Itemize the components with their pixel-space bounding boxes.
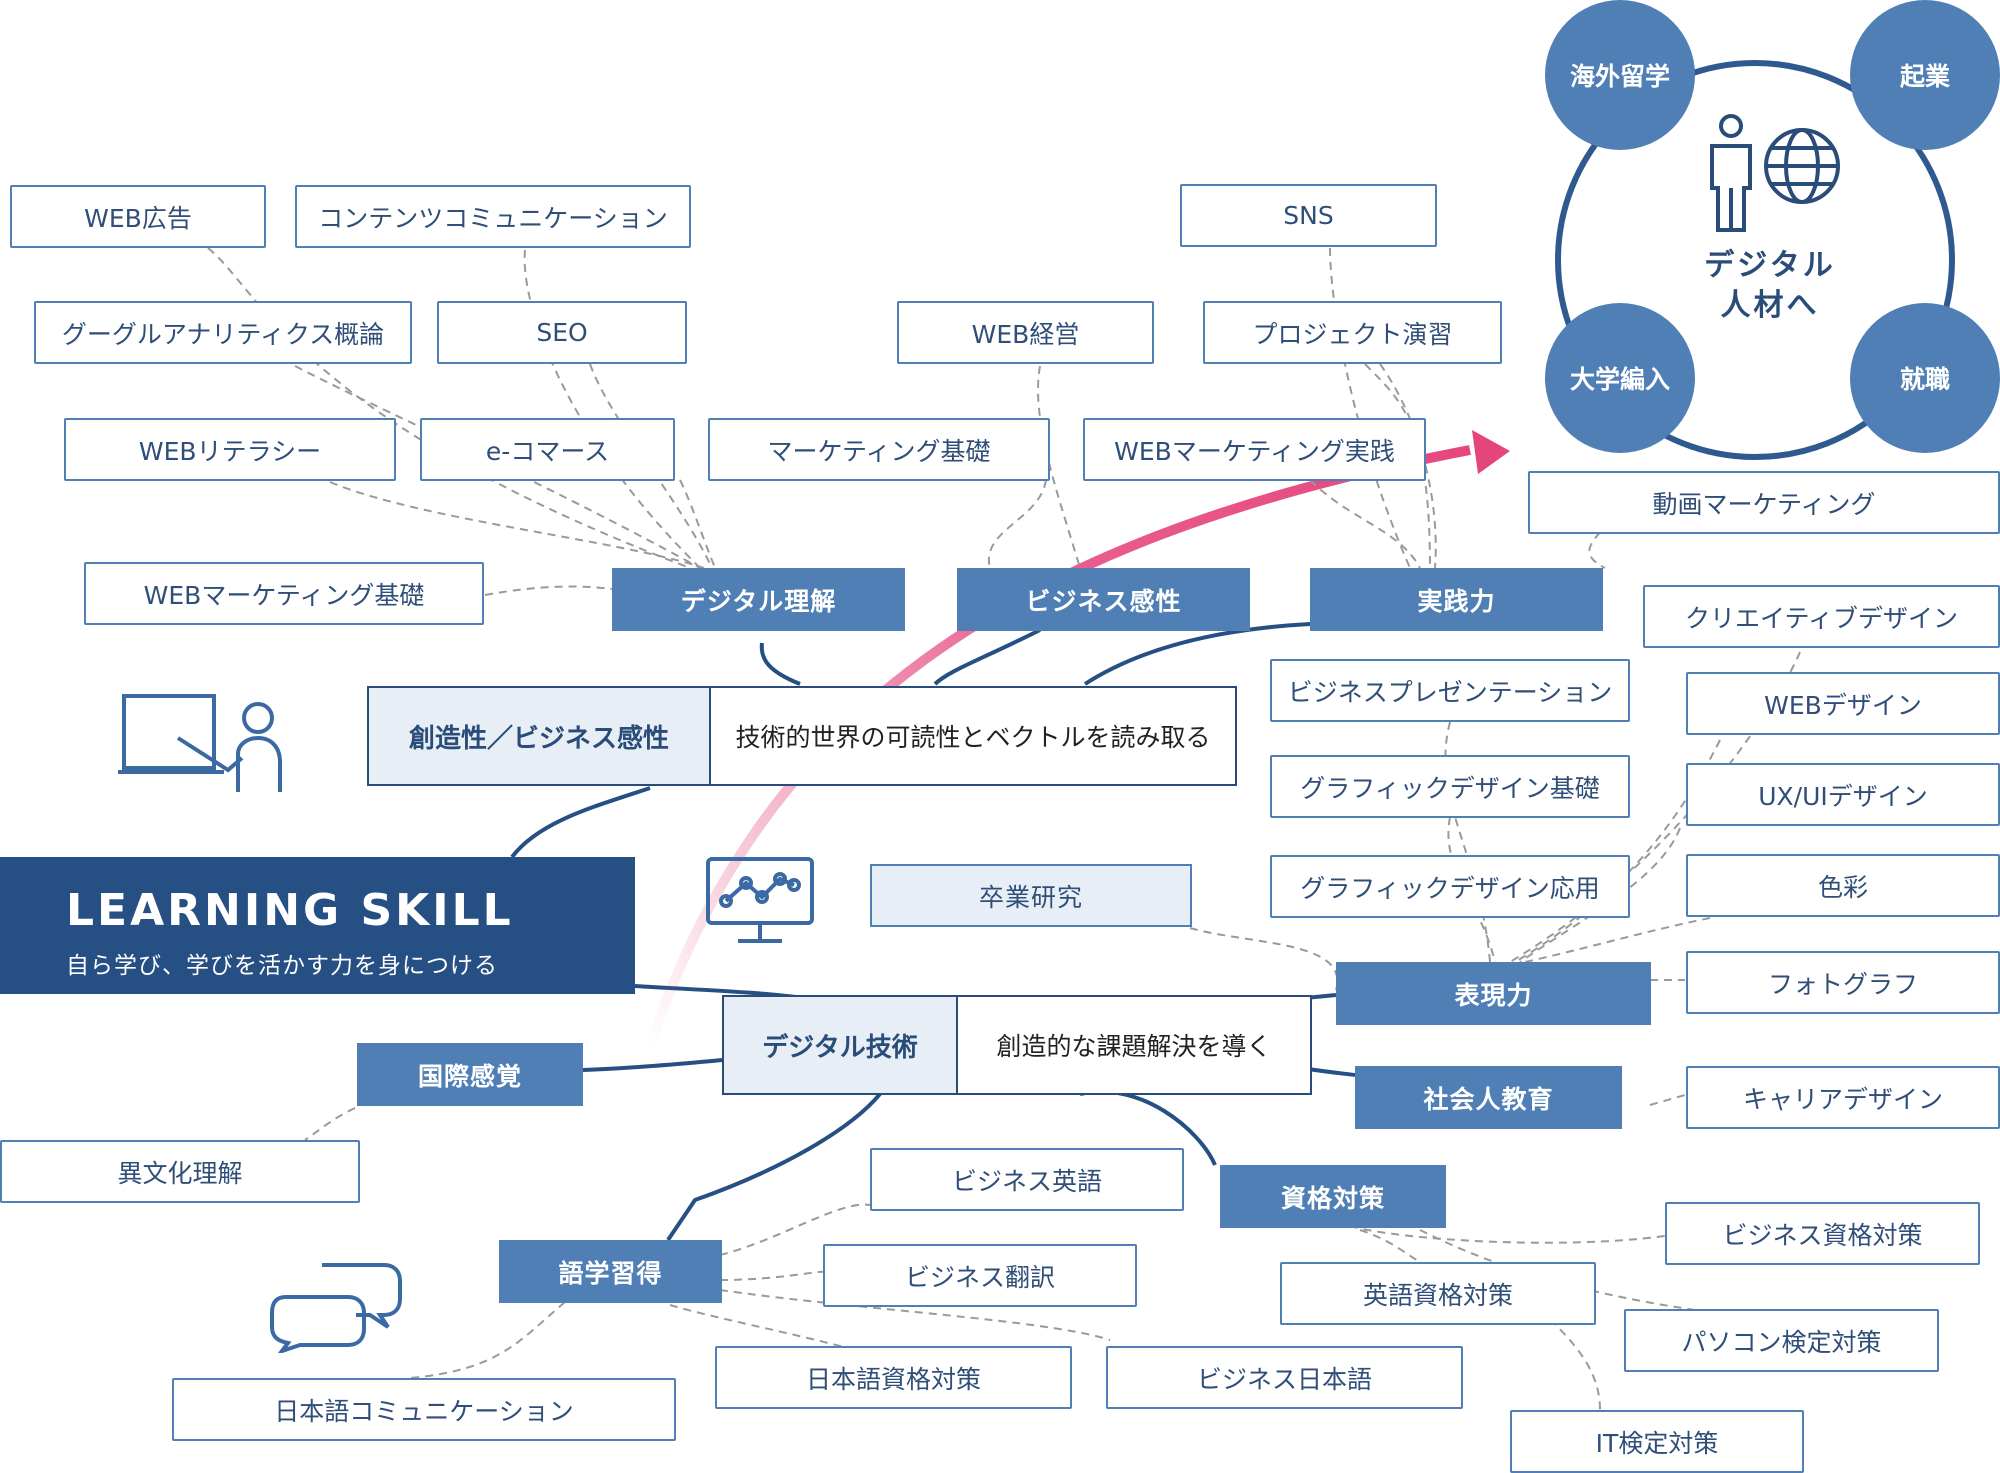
goal-startup: 起業 bbox=[1850, 0, 2000, 150]
goal-title-line1: デジタル bbox=[1704, 248, 1836, 283]
main-subtitle: 自ら学び、学びを活かす力を身につける bbox=[66, 953, 498, 979]
core-box-digital-tech: デジタル技術 創造的な課題解決を導く bbox=[722, 995, 1312, 1095]
category-digital-understanding: デジタル理解 bbox=[612, 568, 905, 631]
goal-title-line2: 人材へ bbox=[1720, 288, 1820, 323]
chat-bubbles-icon bbox=[270, 1263, 402, 1353]
learning-skill-title-block: LEARNING SKILL 自ら学び、学びを活かす力を身につける bbox=[0, 857, 635, 994]
category-graduation-research: 卒業研究 bbox=[870, 864, 1192, 927]
skill-business-cert: ビジネス資格対策 bbox=[1665, 1202, 1980, 1265]
core-text-digital-tech: 創造的な課題解決を導く bbox=[996, 1032, 1272, 1061]
skill-content-communication: コンテンツコミュニケーション bbox=[295, 185, 691, 248]
skill-graphic-design-basic: グラフィックデザイン基礎 bbox=[1270, 755, 1630, 818]
skill-creative-design: クリエイティブデザイン bbox=[1643, 585, 2000, 648]
skill-business-presentation: ビジネスプレゼンテーション bbox=[1270, 659, 1630, 722]
skill-sns: SNS bbox=[1180, 184, 1437, 247]
teacher-icon bbox=[118, 694, 282, 792]
skill-photograph: フォトグラフ bbox=[1686, 951, 2000, 1014]
core-text-creativity: 技術的世界の可読性とベクトルを読み取る bbox=[735, 723, 1211, 752]
skill-marketing-basic: マーケティング基礎 bbox=[708, 418, 1050, 481]
skill-video-marketing: 動画マーケティング bbox=[1528, 471, 2000, 534]
category-international: 国際感覚 bbox=[357, 1043, 583, 1106]
skill-project-practice: プロジェクト演習 bbox=[1203, 301, 1502, 364]
skill-business-translation: ビジネス翻訳 bbox=[823, 1244, 1137, 1307]
skill-career-design: キャリアデザイン bbox=[1686, 1066, 2000, 1129]
skill-graphic-design-applied: グラフィックデザイン応用 bbox=[1270, 855, 1630, 918]
skill-it-cert: IT検定対策 bbox=[1510, 1410, 1804, 1473]
category-expression: 表現力 bbox=[1336, 962, 1651, 1025]
skill-japanese-communication: 日本語コミュニケーション bbox=[172, 1378, 676, 1441]
category-practice: 実践力 bbox=[1310, 568, 1603, 631]
core-label-digital-tech: デジタル技術 bbox=[724, 997, 958, 1093]
skill-business-english: ビジネス英語 bbox=[870, 1148, 1184, 1211]
skill-uxui-design: UX/UIデザイン bbox=[1686, 763, 2000, 826]
main-title: LEARNING SKILL bbox=[66, 885, 514, 936]
skill-color: 色彩 bbox=[1686, 854, 2000, 917]
skill-google-analytics: グーグルアナリティクス概論 bbox=[34, 301, 412, 364]
skill-web-ad: WEB広告 bbox=[10, 185, 266, 248]
skill-japanese-cert: 日本語資格対策 bbox=[715, 1346, 1072, 1409]
skill-web-marketing-basic: WEBマーケティング基礎 bbox=[84, 562, 484, 625]
skill-english-cert: 英語資格対策 bbox=[1280, 1262, 1596, 1325]
goal-transfer: 大学編入 bbox=[1545, 303, 1695, 453]
core-label-creativity: 創造性／ビジネス感性 bbox=[369, 688, 711, 784]
category-language: 語学習得 bbox=[499, 1240, 722, 1303]
person-icon bbox=[1710, 114, 1752, 232]
skill-business-japanese: ビジネス日本語 bbox=[1106, 1346, 1463, 1409]
category-certification: 資格対策 bbox=[1220, 1165, 1446, 1228]
skill-ecommerce: e-コマース bbox=[420, 418, 675, 481]
core-box-creativity: 創造性／ビジネス感性 技術的世界の可読性とベクトルを読み取る bbox=[367, 686, 1237, 786]
skill-cross-culture: 異文化理解 bbox=[0, 1140, 360, 1203]
category-social-education: 社会人教育 bbox=[1355, 1066, 1622, 1129]
skill-seo: SEO bbox=[437, 301, 687, 364]
globe-icon bbox=[1764, 128, 1840, 204]
analytics-monitor-icon bbox=[706, 857, 814, 943]
goal-ring bbox=[1555, 60, 1955, 460]
category-business-sense: ビジネス感性 bbox=[957, 568, 1250, 631]
skill-web-marketing-practice: WEBマーケティング実践 bbox=[1083, 418, 1426, 481]
goal-employment: 就職 bbox=[1850, 303, 2000, 453]
goal-study-abroad: 海外留学 bbox=[1545, 0, 1695, 150]
goal-title: デジタル 人材へ bbox=[1640, 246, 1900, 326]
skill-web-management: WEB経営 bbox=[897, 301, 1154, 364]
skill-web-literacy: WEBリテラシー bbox=[64, 418, 396, 481]
skill-pc-cert: パソコン検定対策 bbox=[1624, 1309, 1939, 1372]
skill-web-design: WEBデザイン bbox=[1686, 672, 2000, 735]
